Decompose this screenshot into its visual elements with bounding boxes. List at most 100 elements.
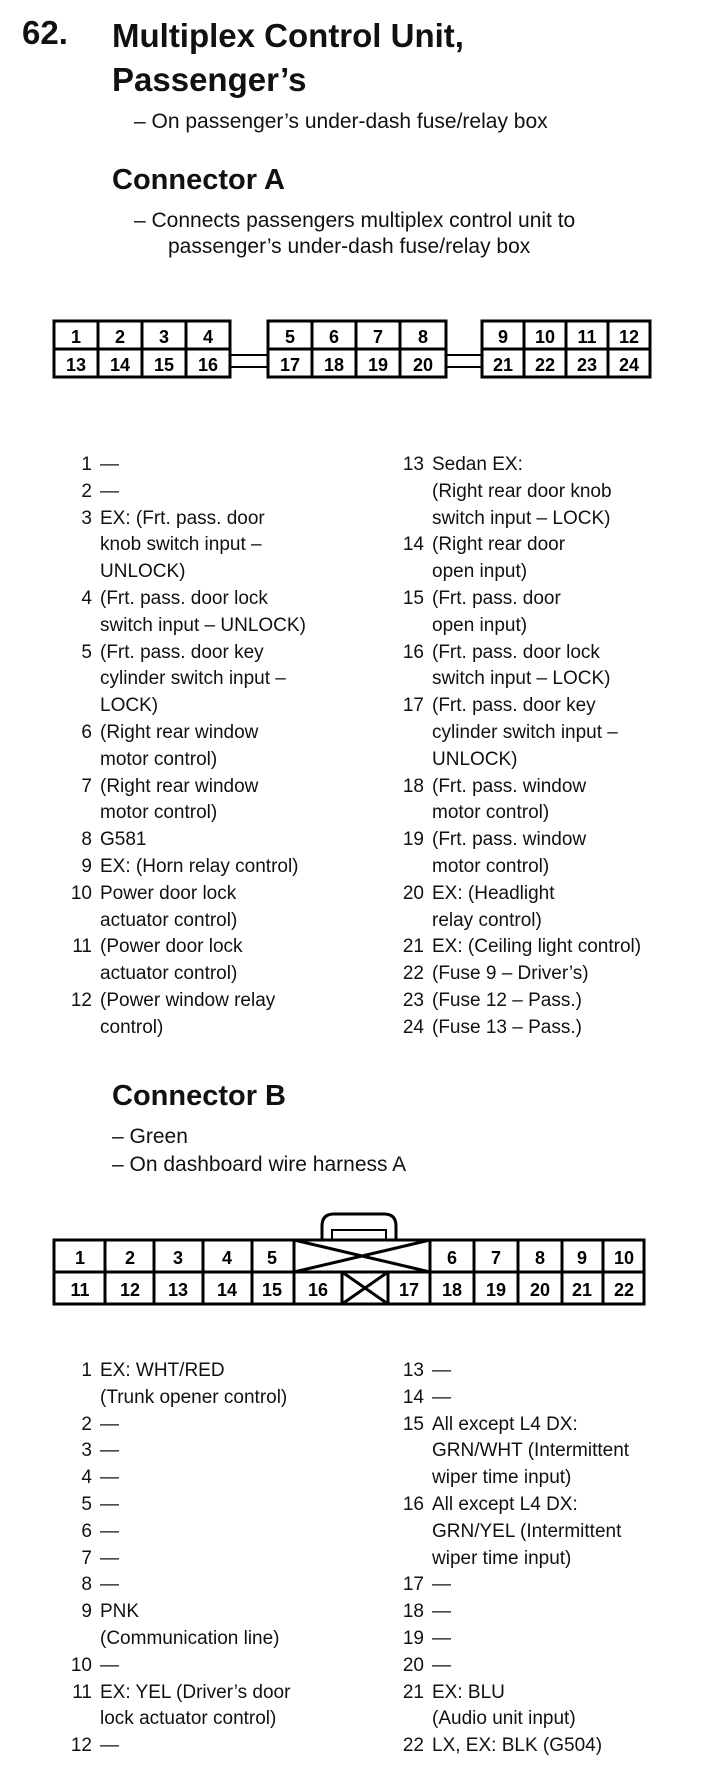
- conn-b-pin-17: 17: [399, 1280, 419, 1300]
- conn-b-pin-13: 13: [168, 1280, 188, 1300]
- conn-b-pin-15: 15: [262, 1280, 282, 1300]
- conn-b-pin-19: 19: [486, 1280, 506, 1300]
- conn-a-pin-4: 4: [203, 327, 213, 347]
- pin-item: 5 (Frt. pass. door key cylinder switch in…: [60, 640, 370, 720]
- conn-a-pin-5: 5: [285, 327, 295, 347]
- page-title-line2: Passenger’s: [112, 61, 307, 98]
- pin-number: 17: [402, 695, 424, 717]
- conn-b-pin-1: 1: [75, 1248, 85, 1268]
- pin-number: 15: [402, 587, 424, 609]
- pin-number: 6: [81, 721, 92, 743]
- pin-description: —: [100, 1547, 119, 1569]
- pin-description: Power door lock actuator control): [100, 882, 238, 931]
- conn-a-pin-12: 12: [619, 327, 639, 347]
- pin-item: 19 (Frt. pass. window motor control): [392, 827, 702, 881]
- pin-item: 10 Power door lock actuator control): [60, 881, 370, 935]
- pin-description: (Frt. pass. door key cylinder switch inp…: [432, 695, 618, 770]
- connector-a-heading: Connector A: [112, 164, 285, 196]
- pin-number: 23: [402, 989, 424, 1011]
- pin-item: 11(Power door lock actuator control): [60, 934, 370, 988]
- conn-b-pin-8: 8: [535, 1248, 545, 1268]
- conn-b-pin-6: 6: [447, 1248, 457, 1268]
- conn-a-pin-3: 3: [159, 327, 169, 347]
- pin-number: 18: [402, 775, 424, 797]
- pin-description: —: [100, 454, 119, 475]
- conn-a-pin-17: 17: [280, 355, 300, 375]
- pin-description: —: [100, 1574, 119, 1596]
- connector-b-heading: Connector B: [112, 1080, 286, 1112]
- conn-b-pin-7: 7: [491, 1248, 501, 1268]
- pin-description: (Right rear window motor control): [100, 721, 259, 770]
- pin-description: EX: (Headlight relay control): [432, 882, 555, 931]
- conn-b-pin-4: 4: [222, 1248, 232, 1268]
- pin-number: 7: [81, 1547, 92, 1569]
- pin-description: (Power window relay control): [100, 989, 276, 1038]
- pin-description: —: [432, 1627, 451, 1649]
- pin-number: 19: [402, 1627, 424, 1649]
- pin-item: 9 PNK (Communication line): [60, 1599, 370, 1653]
- pin-number: 24: [402, 1016, 424, 1038]
- pin-item: 24(Fuse 13 – Pass.): [392, 1015, 702, 1042]
- pin-number: 9: [81, 1601, 92, 1623]
- connector-a-desc-line2: passenger’s under-dash fuse/relay box: [168, 235, 531, 258]
- pin-description: —: [100, 1520, 119, 1542]
- pin-number: 10: [70, 882, 92, 904]
- pin-description: —: [100, 480, 119, 502]
- pin-description: Sedan EX: (Right rear door knob switch i…: [432, 454, 612, 529]
- conn-b-pin-22: 22: [614, 1280, 634, 1300]
- pin-number: 12: [70, 989, 92, 1011]
- pin-number: 1: [81, 454, 92, 475]
- conn-b-pin-16: 16: [308, 1280, 328, 1300]
- conn-a-pin-23: 23: [577, 355, 597, 375]
- conn-b-pin-9: 9: [577, 1248, 587, 1268]
- pin-description: EX: BLU (Audio unit input): [432, 1681, 576, 1730]
- pin-number: 11: [72, 936, 92, 958]
- pin-description: EX: WHT/RED (Trunk opener control): [100, 1360, 288, 1408]
- pin-item: 1—: [60, 452, 370, 479]
- pin-description: (Frt. pass. door lock switch input – UNL…: [100, 587, 306, 636]
- pin-number: 13: [402, 1360, 424, 1381]
- pin-number: 8: [81, 1574, 92, 1596]
- pin-description: (Frt. pass. window motor control): [432, 829, 587, 877]
- pin-number: 14: [402, 534, 424, 556]
- pin-item: 13—: [392, 1358, 702, 1385]
- pin-item: 12 (Power window relay control): [60, 988, 370, 1042]
- pin-description: EX: YEL (Driver’s door lock actuator con…: [100, 1681, 291, 1730]
- conn-a-pin-9: 9: [498, 327, 508, 347]
- pin-item: 22(Fuse 9 – Driver’s): [392, 961, 702, 988]
- conn-b-pin-3: 3: [173, 1248, 183, 1268]
- pin-description: LX, EX: BLK (G504): [432, 1735, 603, 1757]
- pin-number: 16: [402, 1493, 424, 1515]
- pin-number: 12: [70, 1735, 92, 1757]
- pin-number: 3: [81, 507, 92, 529]
- pin-number: 20: [402, 1654, 424, 1676]
- pin-description: (Frt. pass. door key cylinder switch inp…: [100, 641, 286, 717]
- pin-item: 19 —: [392, 1626, 702, 1653]
- pin-number: 5: [81, 641, 92, 663]
- pin-item: 6 (Right rear window motor control): [60, 720, 370, 774]
- pin-item: 7 (Right rear window motor control): [60, 774, 370, 828]
- conn-b-pin-18: 18: [442, 1280, 462, 1300]
- pin-description: PNK (Communication line): [100, 1601, 280, 1649]
- page-title: Multiplex Control Unit, Passenger’s: [112, 14, 464, 102]
- pin-description: —: [432, 1601, 451, 1623]
- pin-description: —: [100, 1493, 119, 1515]
- pin-description: (Right rear window motor control): [100, 775, 259, 824]
- connector-a-desc-line1: – Connects passengers multiplex control …: [134, 209, 576, 232]
- pin-description: (Frt. pass. door lock switch input – LOC…: [432, 641, 611, 690]
- conn-a-pin-15: 15: [154, 355, 174, 375]
- pin-number: 7: [81, 775, 92, 797]
- conn-a-pin-7: 7: [373, 327, 383, 347]
- pin-description: —: [432, 1574, 451, 1596]
- pin-number: 19: [402, 829, 424, 851]
- conn-b-pin-14: 14: [217, 1280, 237, 1300]
- pin-number: 4: [81, 1467, 92, 1489]
- pin-item: 12—: [60, 1733, 370, 1760]
